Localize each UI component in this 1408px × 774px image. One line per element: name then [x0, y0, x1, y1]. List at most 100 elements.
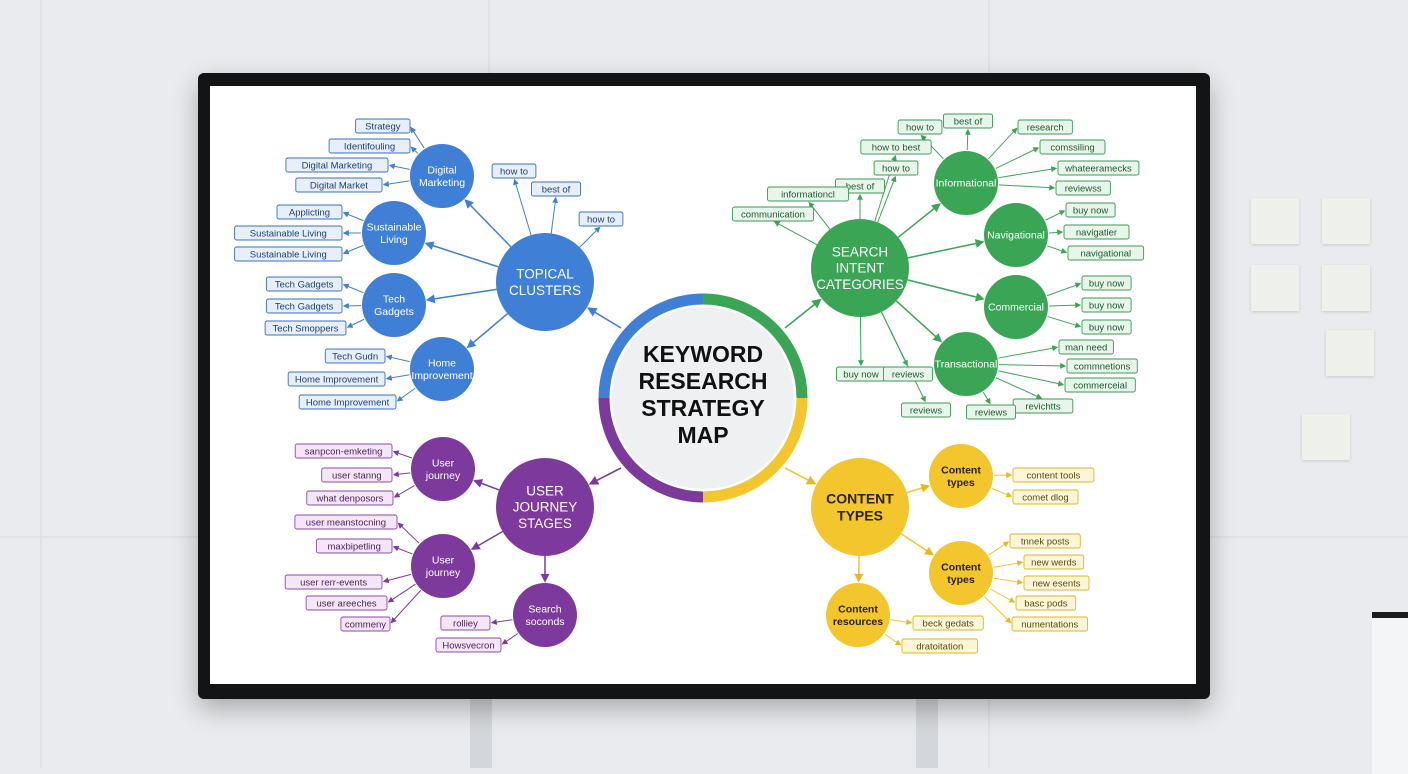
keyword-tag[interactable]: Digital Marketing [286, 158, 388, 172]
keyword-tag[interactable]: new werds [1024, 555, 1084, 569]
journey-branch-arrow [475, 481, 499, 490]
keyword-tag-label: how to [906, 122, 934, 133]
keyword-tag[interactable]: how to [579, 212, 623, 226]
intent-leaf-arrow [1046, 211, 1065, 220]
keyword-tag[interactable]: reviews [901, 403, 950, 417]
keyword-tag[interactable]: Sustainable Living [235, 247, 342, 261]
keyword-tag[interactable]: revichtts [1013, 399, 1073, 413]
topical-branch-arrow [426, 243, 498, 266]
intent-subnode[interactable]: Informational [934, 151, 998, 215]
keyword-tag[interactable]: dratoitation [902, 639, 978, 653]
journey-leaf-arrow [394, 473, 410, 475]
center-title-line: STRATEGY [641, 395, 765, 421]
keyword-tag[interactable]: reviewss [1056, 181, 1110, 195]
keyword-tag[interactable]: buy now [1082, 320, 1131, 334]
keyword-tag[interactable]: commerceial [1065, 378, 1135, 392]
content-leaf-arrow [992, 488, 1012, 496]
keyword-tag[interactable]: comet dlog [1013, 490, 1078, 504]
keyword-tag[interactable]: maxbipetling [316, 539, 392, 553]
keyword-tag[interactable]: basc pods [1016, 596, 1076, 610]
keyword-tag[interactable]: navigational [1068, 246, 1144, 260]
keyword-tag[interactable]: beck gedats [913, 616, 983, 630]
keyword-tag[interactable]: Tech Gadgets [266, 299, 342, 313]
topical-leaf-arrow [384, 181, 409, 185]
content-subnode-label: types [947, 574, 975, 586]
keyword-tag[interactable]: buy now [1082, 276, 1131, 290]
keyword-tag[interactable]: buy now [836, 367, 885, 381]
keyword-tag[interactable]: reviews [883, 367, 932, 381]
keyword-tag[interactable]: Home Improvement [299, 395, 396, 409]
keyword-tag-label: Sustainable Living [250, 228, 327, 239]
keyword-tag[interactable]: rolliey [441, 616, 490, 630]
keyword-tag[interactable]: Digital Market [296, 178, 382, 192]
keyword-tag[interactable]: navigatier [1064, 225, 1129, 239]
keyword-tag[interactable]: Home Improvement [288, 372, 385, 386]
keyword-tag[interactable]: user meanstocning [295, 515, 397, 529]
intent-leaf-arrow [1048, 317, 1081, 327]
center-title-line: RESEARCH [638, 368, 767, 394]
keyword-tag[interactable]: Tech Gadgets [266, 277, 342, 291]
keyword-tag[interactable]: communication [733, 207, 814, 221]
keyword-tag[interactable]: new esents [1024, 576, 1089, 590]
keyword-tag[interactable]: man need [1059, 340, 1113, 354]
keyword-tag[interactable]: commnetions [1067, 359, 1137, 373]
keyword-tag[interactable]: comssiling [1040, 140, 1105, 154]
keyword-tag[interactable]: informationcl [768, 187, 849, 201]
keyword-tag[interactable]: Applicting [277, 205, 342, 219]
keyword-tag[interactable]: user areeches [306, 596, 387, 610]
keyword-tag-label: beck gedats [923, 618, 974, 629]
topical-leaf-arrow [398, 388, 416, 401]
keyword-tag[interactable]: user rerr-events [285, 575, 382, 589]
keyword-tag[interactable]: sanpcon-emketing [295, 444, 392, 458]
keyword-tag[interactable]: best of [943, 114, 992, 128]
keyword-tag[interactable]: numentations [1012, 617, 1088, 631]
keyword-tag[interactable]: buy now [1082, 298, 1131, 312]
keyword-tag[interactable]: research [1018, 120, 1072, 134]
intent-subnode[interactable]: Commercial [984, 275, 1048, 339]
keyword-tag[interactable]: content tools [1013, 468, 1094, 482]
keyword-tag[interactable]: Howsvecron [436, 638, 501, 652]
keyword-tag[interactable]: commeny [341, 617, 390, 631]
intent-subnode[interactable]: Navigational [984, 203, 1048, 267]
keyword-tag[interactable]: Tech Smoppers [265, 321, 346, 335]
keyword-tag[interactable]: Strategy [356, 119, 410, 133]
keyword-tag-label: content tools [1027, 470, 1081, 481]
keyword-tag[interactable]: how to [874, 161, 918, 175]
keyword-tag-label: Applicting [289, 207, 330, 218]
keyword-tag[interactable]: tnnek posts [1010, 534, 1080, 548]
intent-subnode[interactable]: Transactional [934, 332, 998, 396]
keyword-tag[interactable]: user stanng [322, 468, 392, 482]
keyword-tag[interactable]: what denposors [307, 491, 393, 505]
keyword-tag[interactable]: how to best [861, 140, 931, 154]
keyword-tag[interactable]: Identifouling [329, 139, 410, 153]
keyword-tag[interactable]: how to [492, 164, 536, 178]
keyword-tag[interactable]: buy now [1066, 203, 1115, 217]
keyword-tag[interactable]: Tech Gudn [325, 349, 385, 363]
journey-leaf-arrow [391, 590, 420, 622]
intent-leaf-arrow [999, 185, 1054, 188]
keyword-tag[interactable]: reviews [966, 405, 1015, 419]
search-intent-node-label: CATEGORIES [816, 277, 904, 292]
keyword-tag-label: commerceial [1073, 380, 1127, 391]
keyword-tag[interactable]: best of [531, 182, 580, 196]
center-to-intent-arrow [785, 300, 820, 328]
keyword-tag-label: user areeches [316, 598, 376, 609]
keyword-tag-label: Home Improvement [295, 374, 379, 385]
keyword-tag[interactable]: whateeramecks [1058, 161, 1139, 175]
keyword-tag[interactable]: how to [898, 120, 942, 134]
keyword-tag[interactable]: Sustainable Living [235, 226, 342, 240]
